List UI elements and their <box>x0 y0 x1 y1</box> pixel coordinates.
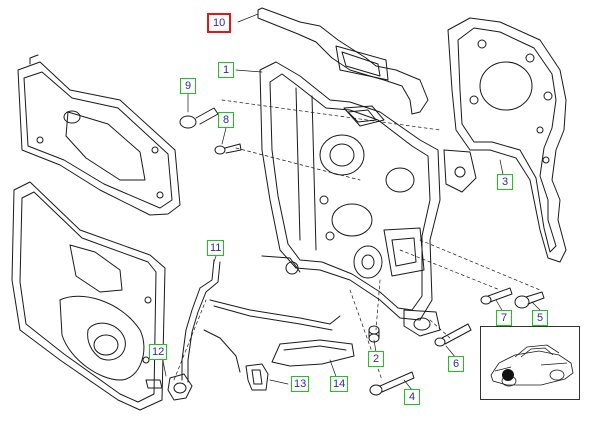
top-gasket <box>257 7 429 115</box>
vehicle-location-inset <box>480 326 580 400</box>
lower-timing-cover <box>11 181 166 411</box>
part-callout-1[interactable]: 1 <box>218 62 234 78</box>
part-callout-7[interactable]: 7 <box>496 310 512 326</box>
bolt-4 <box>369 371 415 396</box>
part-callout-10[interactable]: 10 <box>207 13 232 33</box>
car-icon <box>490 344 574 387</box>
bolt-6 <box>434 323 472 347</box>
part-callout-3[interactable]: 3 <box>497 174 513 190</box>
upper-timing-cover <box>17 54 181 216</box>
crankshaft-sensor <box>145 373 193 401</box>
part-callout-4[interactable]: 4 <box>404 389 420 405</box>
part-callout-14[interactable]: 14 <box>330 376 349 392</box>
rear-gasket <box>443 17 567 263</box>
front-cover-housing <box>259 61 441 337</box>
part-callout-6[interactable]: 6 <box>448 356 464 372</box>
part-callout-11[interactable]: 11 <box>207 240 225 256</box>
bolt-8 <box>214 143 242 155</box>
part-callout-13[interactable]: 13 <box>291 376 310 392</box>
wire-clip-and-bracket <box>245 339 355 391</box>
part-callout-9[interactable]: 9 <box>180 78 196 94</box>
part-callout-2[interactable]: 2 <box>368 351 384 367</box>
engine-location-marker <box>502 369 514 381</box>
sensor-wire <box>181 255 341 383</box>
part-callout-8[interactable]: 8 <box>218 112 234 128</box>
part-callout-12[interactable]: 12 <box>149 344 168 360</box>
bolt-7 <box>480 287 513 305</box>
part-callout-5[interactable]: 5 <box>532 310 548 326</box>
bolt-9 <box>179 107 219 129</box>
dowel-2 <box>368 325 380 343</box>
bolt-5 <box>514 291 545 309</box>
